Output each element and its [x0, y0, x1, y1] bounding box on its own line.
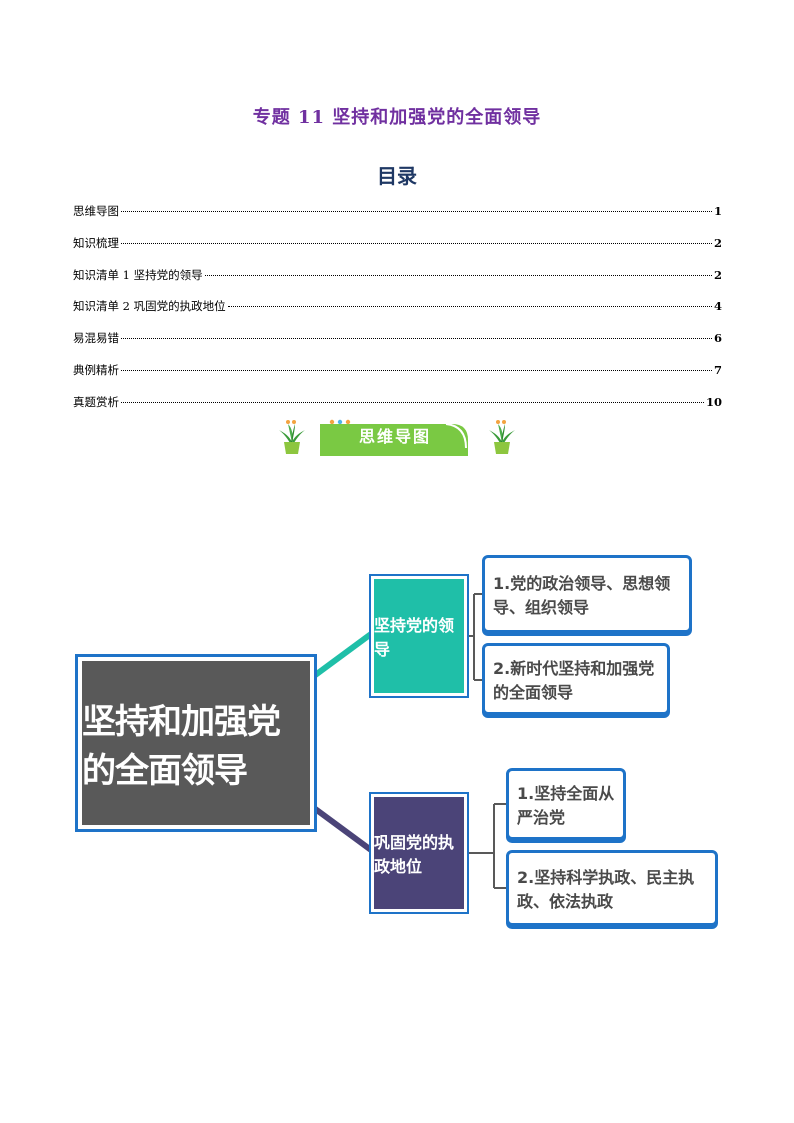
toc-entry-page: 2 [713, 267, 722, 282]
document-title: 专题 11 坚持和加强党的全面领导 [252, 107, 542, 128]
toc-entry-common-mistakes[interactable]: 易混易错 6 [73, 330, 722, 349]
toc-leader-dots [121, 401, 704, 403]
toc-entry-label: 知识清单 2 巩固党的执政地位 [73, 299, 226, 314]
toc-entry-page: 4 [713, 299, 722, 314]
toc-leader-dots [204, 274, 712, 276]
toc-entry-examples[interactable]: 典例精析 7 [73, 362, 722, 381]
toc-leader-dots [227, 306, 712, 308]
mind-map-connectors [312, 593, 506, 889]
toc-entry-list-1[interactable]: 知识清单 1 坚持党的领导 2 [73, 267, 722, 286]
toc-entry-page: 1 [713, 204, 722, 218]
toc-entry-label: 真题赏析 [73, 394, 119, 409]
section-banner: 思维导图 [276, 412, 520, 462]
toc-entry-past-exams[interactable]: 真题赏析 10 [73, 394, 722, 413]
mind-map-branch-party-leadership: 坚持党的领导 [369, 574, 469, 698]
mind-map-branch-ruling-position: 巩固党的执政地位 [369, 792, 469, 914]
mind-map-root: 坚持和加强党的全面领导 [75, 654, 317, 832]
toc-leader-dots [121, 211, 712, 212]
toc-heading: 目录 [377, 164, 417, 188]
toc-leader-dots [121, 369, 712, 371]
mind-map-leaf: 1.党的政治领导、思想领导、组织领导 [482, 555, 692, 633]
mind-map-leaf: 2.新时代坚持和加强党的全面领导 [482, 643, 670, 715]
mind-map: 坚持和加强党的全面领导 坚持党的领导 巩固党的执政地位 1.党的政治领导、思想领… [0, 540, 794, 940]
potted-plant-icon [279, 420, 305, 454]
toc-entry-label: 知识清单 1 坚持党的领导 [73, 267, 203, 282]
toc-entry-label: 典例精析 [73, 362, 119, 377]
potted-plant-icon [489, 420, 515, 454]
toc-entry-knowledge-review[interactable]: 知识梳理 2 [73, 235, 722, 254]
toc-entry-page: 6 [713, 331, 722, 346]
toc-entry-page: 7 [713, 362, 722, 377]
toc-leader-dots [121, 242, 712, 244]
toc-leader-dots [121, 338, 712, 340]
mind-map-leaf: 1.坚持全面从严治党 [506, 768, 626, 840]
table-of-contents: 思维导图 1 知识梳理 2 知识清单 1 坚持党的领导 2 知识清单 2 巩固党… [73, 203, 722, 426]
toc-entry-page: 2 [713, 235, 722, 250]
toc-entry-label: 思维导图 [73, 204, 119, 218]
banner-label: 思维导图 [358, 427, 431, 446]
toc-entry-mind-map[interactable]: 思维导图 1 [73, 203, 722, 222]
banner-shape [320, 419, 468, 456]
mind-map-leaf: 2.坚持科学执政、民主执政、依法执政 [506, 850, 718, 926]
toc-entry-page: 10 [705, 394, 722, 409]
toc-entry-label: 知识梳理 [73, 235, 119, 250]
toc-entry-label: 易混易错 [73, 331, 119, 346]
toc-entry-list-2[interactable]: 知识清单 2 巩固党的执政地位 4 [73, 298, 722, 317]
